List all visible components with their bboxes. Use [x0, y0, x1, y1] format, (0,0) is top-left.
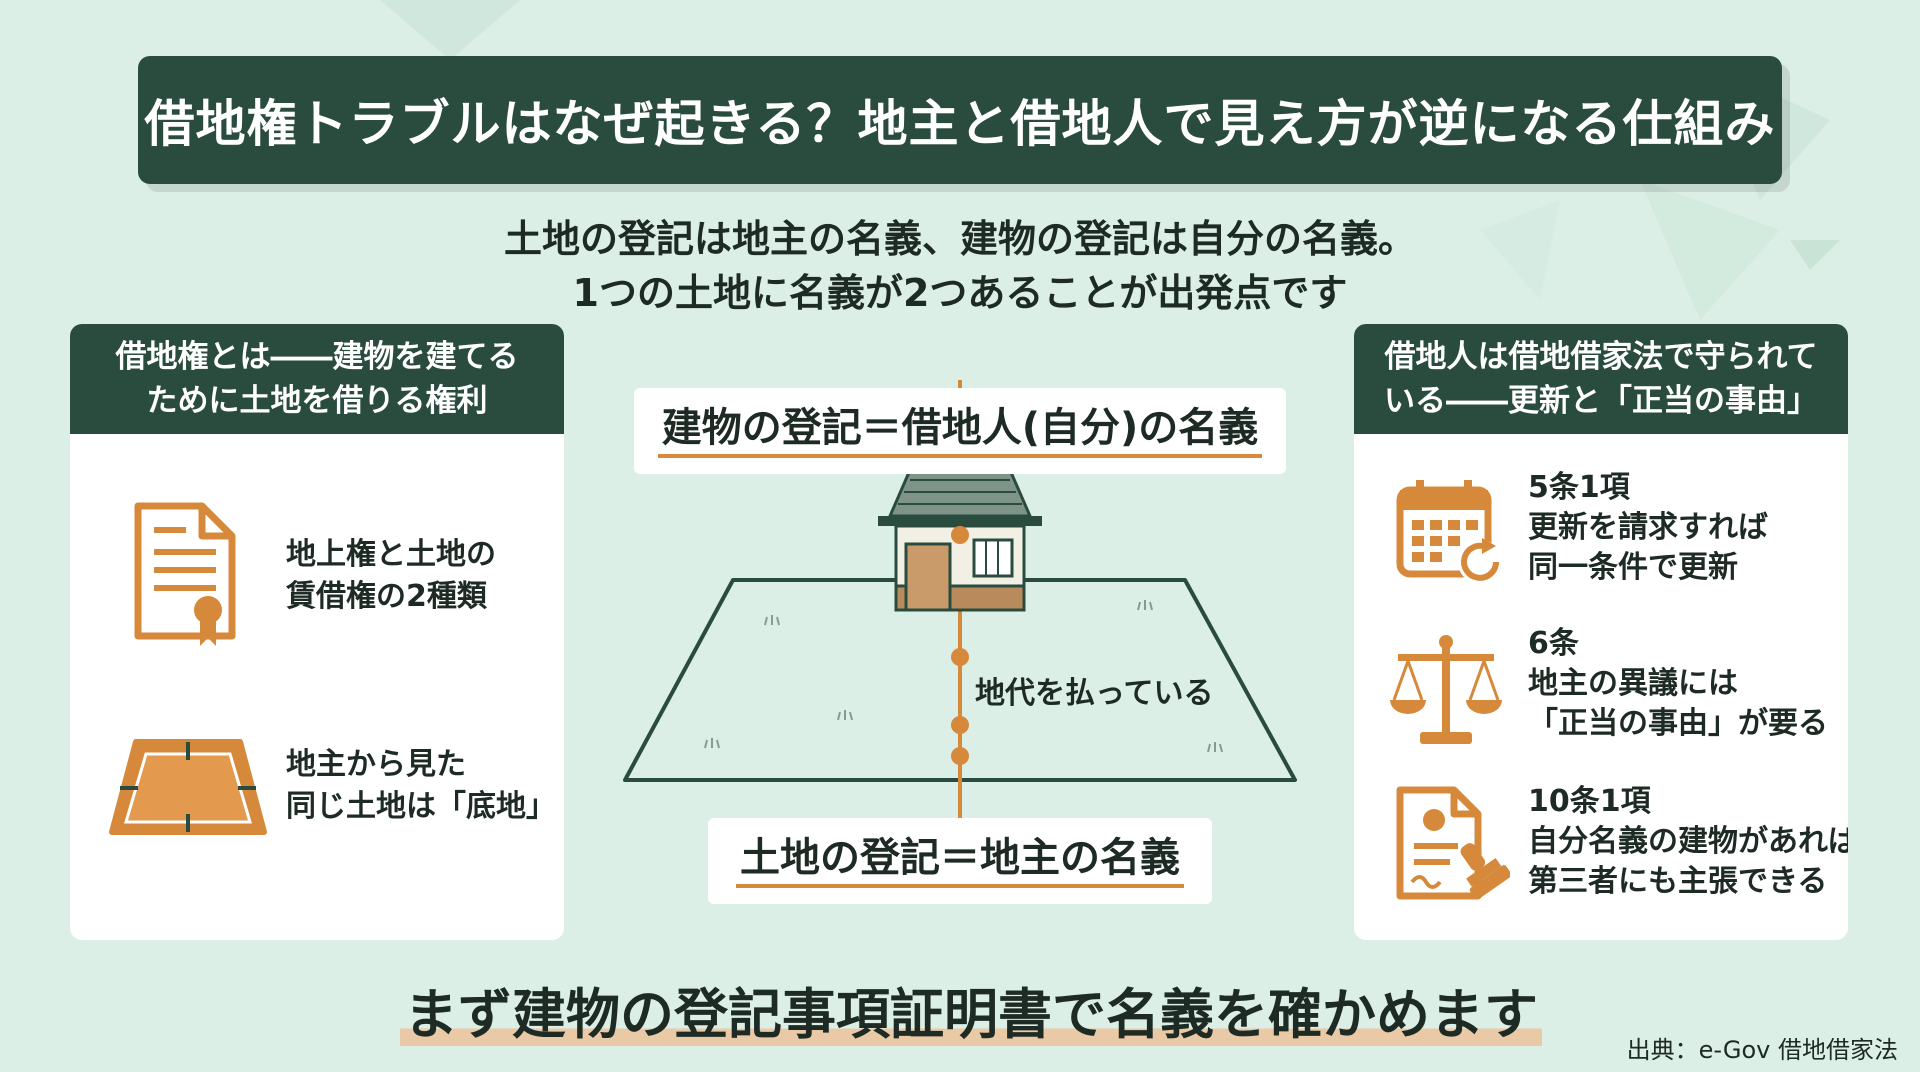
land-plot-icon	[106, 734, 270, 846]
page-title: 借地権トラブルはなぜ起きる？地主と借地人で見え方が逆になる仕組み	[144, 95, 1776, 153]
right-item-1-line-2: 更新を請求すれば	[1528, 510, 1768, 545]
bottom-message: まず建物の登記事項証明書で名義を確かめます	[400, 970, 1542, 1049]
subtitle-line-1: 土地の登記は地主の名義、建物の登記は自分の名義。	[503, 217, 1416, 261]
left-item-1-line-2: 賃借権の2種類	[286, 579, 487, 614]
left-panel: 借地権とは――建物を建てる ために土地を借りる権利 地上権と土地の 賃借権の2種…	[70, 324, 564, 940]
left-item-2-line-1: 地主から見た	[286, 747, 466, 782]
right-item-1-text: 5条1項 更新を請求すれば 同一条件で更新	[1528, 468, 1768, 588]
source-credit: 出典：e-Gov 借地借家法	[1626, 1036, 1898, 1064]
right-item-3-line-3: 第三者にも主張できる	[1528, 864, 1828, 899]
title-banner: 借地権トラブルはなぜ起きる？地主と借地人で見え方が逆になる仕組み	[138, 56, 1782, 184]
left-item-2-text: 地主から見た 同じ土地は「底地」	[286, 744, 556, 828]
building-registry-text: 建物の登記＝借地人(自分)の名義	[657, 404, 1263, 458]
right-panel-header-line-1: 借地人は借地借家法で守られて	[1384, 339, 1818, 375]
left-item-1-text: 地上権と土地の 賃借権の2種類	[286, 534, 496, 618]
right-item-2-line-2: 地主の異議には	[1528, 666, 1738, 701]
calendar-renew-icon	[1394, 476, 1506, 592]
rent-label: 地代を払っている	[975, 676, 1214, 711]
right-panel: 借地人は借地借家法で守られて いる――更新と「正当の事由」 5条1項 更新を請求…	[1354, 324, 1848, 940]
right-panel-header-line-2: いる――更新と「正当の事由」	[1384, 383, 1818, 419]
right-item-2-line-3: 「正当の事由」が要る	[1528, 706, 1828, 741]
left-panel-header-line-1: 借地権とは――建物を建てる	[115, 339, 519, 375]
land-registry-label: 土地の登記＝地主の名義	[708, 818, 1212, 904]
land-building-diagram	[623, 380, 1297, 820]
subtitle-line-2: 1つの土地に名義が2つあることが出発点です	[572, 271, 1348, 315]
connector-dot-building	[951, 526, 969, 544]
stamped-document-icon	[1394, 784, 1512, 912]
subtitle: 土地の登記は地主の名義、建物の登記は自分の名義。 1つの土地に名義が2つあること…	[360, 212, 1560, 320]
right-item-2-text: 6条 地主の異議には 「正当の事由」が要る	[1528, 624, 1828, 744]
left-item-2-line-2: 同じ土地は「底地」	[286, 789, 556, 824]
right-item-3-line-1: 10条1項	[1528, 784, 1651, 819]
right-item-2-line-1: 6条	[1528, 626, 1579, 661]
right-item-3-line-2: 自分名義の建物があれば	[1528, 824, 1848, 859]
right-item-3-text: 10条1項 自分名義の建物があれば 第三者にも主張できる	[1528, 782, 1848, 902]
certificate-document-icon	[130, 500, 240, 652]
right-item-1-line-1: 5条1項	[1528, 470, 1630, 505]
grass-tufts	[704, 600, 1223, 753]
land-registry-text: 土地の登記＝地主の名義	[736, 834, 1184, 888]
left-item-1-line-1: 地上権と土地の	[286, 537, 496, 572]
connector-dot-rent-top	[951, 648, 969, 666]
connector-dot-rent-bottom	[951, 716, 969, 734]
right-panel-header: 借地人は借地借家法で守られて いる――更新と「正当の事由」	[1354, 324, 1848, 434]
bottom-message-text: まず建物の登記事項証明書で名義を確かめます	[400, 983, 1542, 1046]
connector-dot-land	[951, 747, 969, 765]
left-panel-header: 借地権とは――建物を建てる ために土地を借りる権利	[70, 324, 564, 434]
left-panel-header-line-2: ために土地を借りる権利	[146, 383, 488, 419]
scales-icon	[1388, 632, 1504, 756]
building-registry-label: 建物の登記＝借地人(自分)の名義	[634, 388, 1286, 474]
right-item-1-line-3: 同一条件で更新	[1528, 550, 1738, 585]
